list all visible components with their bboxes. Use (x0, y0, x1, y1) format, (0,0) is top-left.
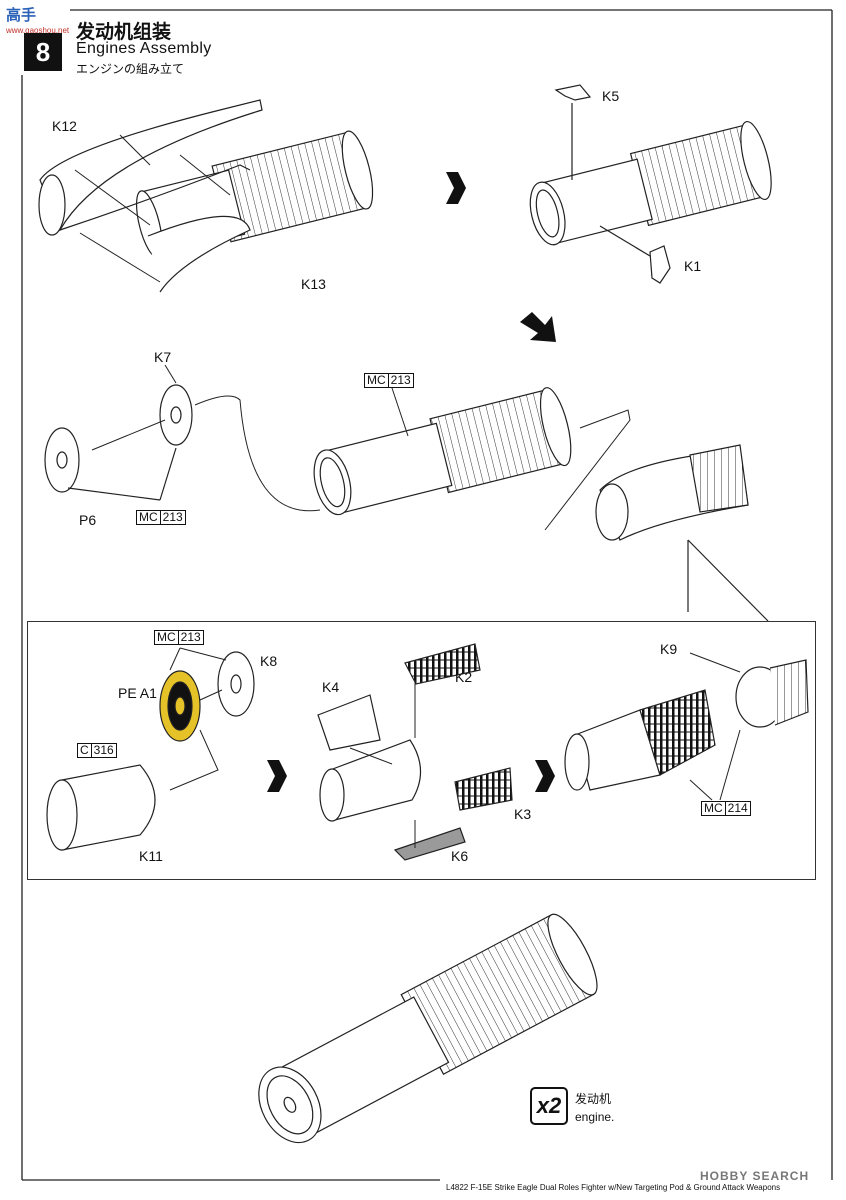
part-label-k11: K11 (139, 848, 163, 864)
paint-code-number: 213 (178, 630, 204, 645)
quantity-multiplier-badge: x2 (530, 1087, 568, 1125)
part-label-k5: K5 (602, 88, 620, 104)
site-logo: 高手 (6, 6, 37, 24)
inset-arrow-1 (267, 760, 287, 792)
step-title-japanese: エンジンの組み立て (76, 62, 185, 76)
engine-drawing-step2 (529, 84, 772, 284)
part-label-k6: K6 (451, 848, 469, 864)
step-title-english: Engines Assembly (76, 40, 212, 57)
step-arrow-right-1 (446, 172, 466, 204)
inset-drawings (46, 643, 809, 861)
part-label-k4: K4 (322, 679, 340, 695)
part-label-k9: K9 (660, 641, 678, 657)
part-label-k8: K8 (260, 653, 278, 669)
paint-code-number: 213 (388, 373, 414, 388)
paint-code-key: MC (136, 510, 161, 525)
part-label-k3: K3 (514, 806, 532, 822)
part-label-k12: K12 (52, 118, 77, 134)
part-label-k13: K13 (301, 276, 326, 292)
paint-code-key: MC (364, 373, 389, 388)
paint-code-number: 316 (91, 743, 117, 758)
engine-drawing-step1 (38, 99, 374, 293)
engine-drawing-final (258, 913, 598, 1144)
part-label-k1: K1 (684, 258, 702, 274)
paint-code-number: 213 (160, 510, 186, 525)
paint-code-key: MC (701, 801, 726, 816)
paint-code-number: 214 (725, 801, 751, 816)
part-label-k7: K7 (154, 349, 172, 365)
footer-product-line: L4822 F-15E Strike Eagle Dual Roles Figh… (446, 1183, 781, 1192)
step-arrow-diagonal (520, 312, 556, 342)
part-label-pe-a1: PE A1 (118, 685, 157, 701)
quantity-label-chinese: 发动机 (575, 1092, 612, 1106)
engine-drawing-step3 (313, 387, 749, 541)
fan-parts-drawing (44, 364, 321, 512)
site-url: www.gaoshou.net (6, 26, 70, 35)
paint-code-key: C (77, 743, 92, 758)
part-label-p6: P6 (79, 512, 97, 528)
part-label-k2: K2 (455, 669, 473, 685)
paint-code-key: MC (154, 630, 179, 645)
step-number-badge: 8 (24, 33, 62, 71)
sub-assembly-inset-frame (27, 621, 816, 880)
quantity-label-english: engine. (575, 1110, 615, 1124)
watermark: HOBBY SEARCH (700, 1169, 810, 1183)
step-title-chinese: 发动机组装 (76, 21, 172, 43)
inset-arrow-2 (535, 760, 555, 792)
